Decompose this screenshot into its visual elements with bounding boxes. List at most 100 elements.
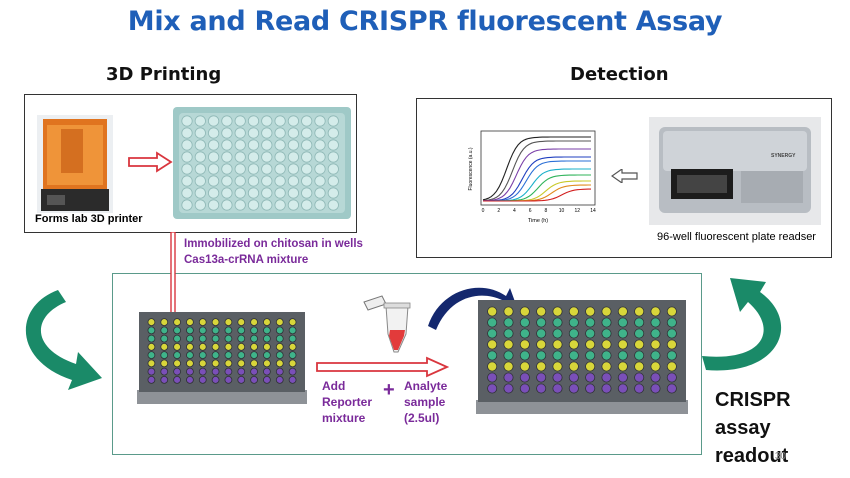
- well: [617, 383, 628, 394]
- well: [487, 383, 498, 394]
- printed-well: [247, 127, 260, 139]
- readout-line-1: CRISPR assay: [715, 389, 791, 439]
- chart-x-tick: 12: [575, 208, 581, 214]
- well: [186, 334, 194, 343]
- page-number: 30: [774, 451, 786, 462]
- cycle-arrow-left: [25, 290, 103, 390]
- well: [650, 328, 661, 339]
- immobilized-line-1: Immobilized on chitosan in wells: [184, 238, 363, 250]
- plate-reader-photo: SYNERGY: [649, 117, 821, 225]
- well: [237, 334, 246, 343]
- well: [634, 339, 645, 350]
- printed-well: [274, 127, 286, 139]
- well: [585, 328, 596, 339]
- cycle-arrow-right: [702, 278, 782, 371]
- well: [288, 376, 297, 384]
- well: [186, 367, 194, 376]
- well: [224, 326, 233, 335]
- printed-well: [301, 115, 313, 127]
- fluorescence-curve: [483, 188, 591, 202]
- well: [568, 350, 579, 361]
- well: [250, 343, 258, 351]
- well: [568, 372, 579, 383]
- well: [519, 328, 530, 339]
- well: [519, 383, 530, 394]
- plate-base: [476, 400, 688, 414]
- printed-well: [194, 151, 206, 163]
- well: [519, 350, 530, 361]
- well: [536, 339, 547, 350]
- plate-top: [478, 300, 686, 402]
- well: [617, 328, 628, 339]
- well: [211, 334, 220, 343]
- well: [519, 339, 530, 350]
- printed-well: [287, 175, 300, 187]
- well: [487, 317, 498, 328]
- chart-y-axis-label: Fluorescence (a.u.): [468, 147, 474, 190]
- well: [288, 318, 297, 326]
- well: [666, 317, 677, 328]
- well: [519, 317, 530, 328]
- well: [487, 339, 498, 350]
- slide-title: Mix and Read CRISPR fluorescent Assay: [127, 6, 723, 37]
- printed-well: [314, 163, 326, 175]
- well: [617, 372, 628, 383]
- well: [568, 339, 579, 350]
- printed-well: [194, 175, 206, 187]
- analyte-line-3: (2.5ul): [404, 411, 440, 425]
- well: [198, 351, 207, 359]
- printed-well: [261, 175, 273, 187]
- plate-before: [137, 312, 307, 404]
- well: [173, 367, 181, 376]
- well: [224, 376, 233, 384]
- well: [198, 359, 207, 368]
- printed-well: [234, 199, 246, 211]
- well: [650, 361, 661, 372]
- well: [650, 339, 661, 350]
- well: [503, 306, 514, 317]
- well: [650, 306, 661, 317]
- well: [568, 317, 579, 328]
- well: [503, 328, 514, 339]
- printed-well: [234, 151, 246, 163]
- well: [601, 328, 612, 339]
- well: [147, 359, 156, 368]
- chart-x-tick: 6: [529, 208, 532, 214]
- chart-x-axis-label: Time (h): [528, 218, 548, 224]
- well: [198, 318, 207, 326]
- chart-x-tick: 2: [497, 208, 500, 214]
- readout-line-2: readout: [715, 445, 789, 467]
- immobilized-text: Immobilized on chitosan in wells Cas13a-…: [184, 236, 363, 268]
- printed-well: [207, 139, 220, 151]
- well: [263, 334, 271, 343]
- well: [601, 383, 612, 394]
- reader-caption: 96-well fluorescent plate readser: [657, 231, 816, 243]
- well: [552, 350, 563, 361]
- printed-well: [274, 199, 286, 211]
- printed-well: [301, 127, 313, 139]
- printed-well: [234, 115, 246, 127]
- well: [601, 350, 612, 361]
- chart-x-tick: 14: [590, 208, 596, 214]
- printed-well: [221, 187, 233, 199]
- well: [666, 339, 677, 350]
- analyte-label: Analyte sample (2.5ul): [404, 378, 447, 426]
- well: [634, 306, 645, 317]
- well: [275, 367, 284, 376]
- printed-well: [247, 199, 260, 211]
- well: [160, 318, 169, 326]
- printed-well: [261, 127, 273, 139]
- well: [536, 306, 547, 317]
- well: [536, 361, 547, 372]
- well: [487, 328, 498, 339]
- printed-well: [301, 163, 313, 175]
- printed-well: [221, 175, 233, 187]
- printed-well: [327, 127, 339, 139]
- well: [275, 334, 284, 343]
- well: [617, 317, 628, 328]
- well: [288, 351, 297, 359]
- printer-caption: Forms lab 3D printer: [35, 213, 143, 225]
- printed-well: [274, 175, 286, 187]
- plate-base: [137, 390, 307, 404]
- well: [198, 326, 207, 335]
